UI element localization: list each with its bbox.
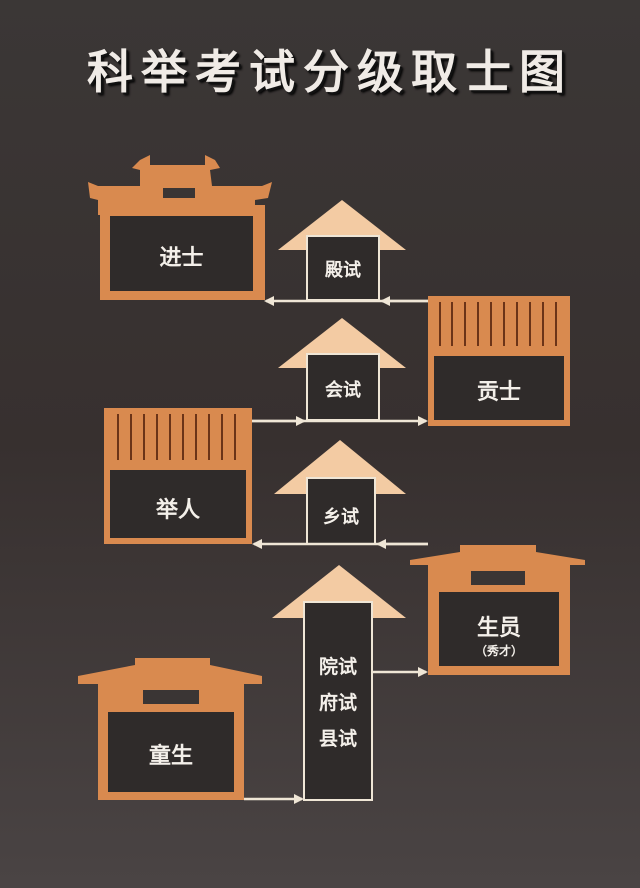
yuanshi-arrow-icon bbox=[272, 565, 406, 801]
shengyuan-building-icon bbox=[410, 545, 585, 675]
exam-dianshi: 殿试 bbox=[325, 260, 361, 281]
huishi-arrow-icon bbox=[278, 318, 406, 421]
exam-fushi: 府试 bbox=[318, 692, 357, 714]
tongsheng-building-icon bbox=[78, 658, 262, 800]
exam-xiangshi: 乡试 bbox=[323, 507, 359, 528]
node-tongsheng: 童生 bbox=[148, 744, 193, 769]
exam-xianshi: 县试 bbox=[318, 728, 357, 750]
gongshi-building-icon bbox=[428, 296, 570, 426]
exam-huishi: 会试 bbox=[325, 380, 361, 401]
jinshi-palace-icon bbox=[88, 155, 272, 300]
node-jinshi: 进士 bbox=[159, 246, 204, 271]
exam-yuanshi: 院试 bbox=[318, 656, 357, 678]
flow-arrows bbox=[244, 296, 428, 804]
dianshi-arrow-icon bbox=[278, 200, 406, 301]
node-juren: 举人 bbox=[155, 498, 200, 523]
xiangshi-arrow-icon bbox=[274, 440, 406, 545]
node-gongshi: 贡士 bbox=[476, 380, 521, 405]
juren-building-icon bbox=[104, 408, 252, 544]
diagram-title: 科举考试分级取士图 bbox=[87, 45, 573, 99]
node-shengyuan-sub: （秀才） bbox=[474, 644, 523, 658]
node-shengyuan: 生员 bbox=[476, 616, 521, 641]
